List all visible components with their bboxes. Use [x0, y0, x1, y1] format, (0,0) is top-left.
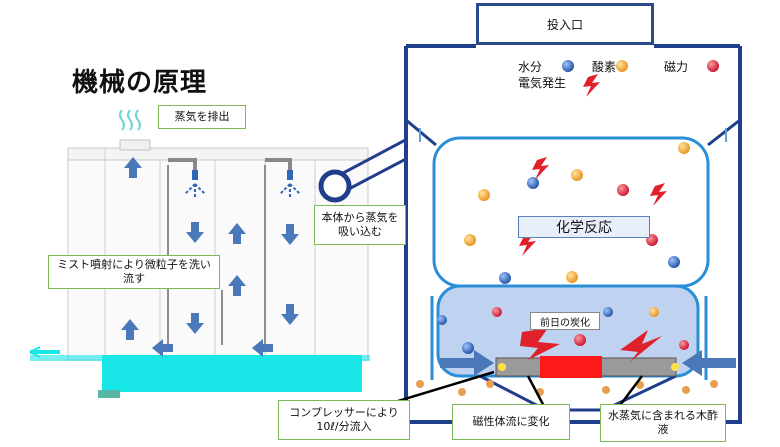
compressor-label: コンプレッサーにより10ℓ/分流入: [278, 400, 410, 440]
lightning-icon: [520, 328, 560, 360]
chemical-reaction-label: 化学反応: [518, 216, 650, 238]
wood-vinegar-label: 水蒸気に含まれる木酢液: [600, 404, 726, 442]
water-pool: [102, 355, 362, 392]
suction-label: 本体から蒸気を吸い込む: [314, 205, 406, 245]
right-machine: [404, 44, 742, 424]
exhaust-label: 蒸気を排出: [158, 105, 246, 129]
page-title: 機械の原理: [72, 68, 208, 98]
left-tank: [29, 109, 370, 398]
water-legend-dot: [562, 60, 574, 72]
electricity-bolts: [519, 74, 667, 362]
magnetic-flow-label: 磁性体流に変化: [452, 404, 570, 440]
mist-label: ミスト噴射により微粒子を洗い流す: [48, 255, 220, 289]
lightning-icon: [620, 330, 662, 362]
legend-oxygen: 酸素: [592, 60, 617, 74]
oxygen-legend-dot: [616, 60, 628, 72]
magnetism-legend-dot: [707, 60, 719, 72]
inlet-label: 投入口: [476, 3, 654, 45]
legend-electricity: 電気発生: [518, 76, 567, 90]
legend-magnetism: 磁力: [664, 60, 689, 74]
previous-day-char-label: 前日の炭化: [530, 312, 600, 330]
legend-water: 水分: [518, 60, 543, 74]
